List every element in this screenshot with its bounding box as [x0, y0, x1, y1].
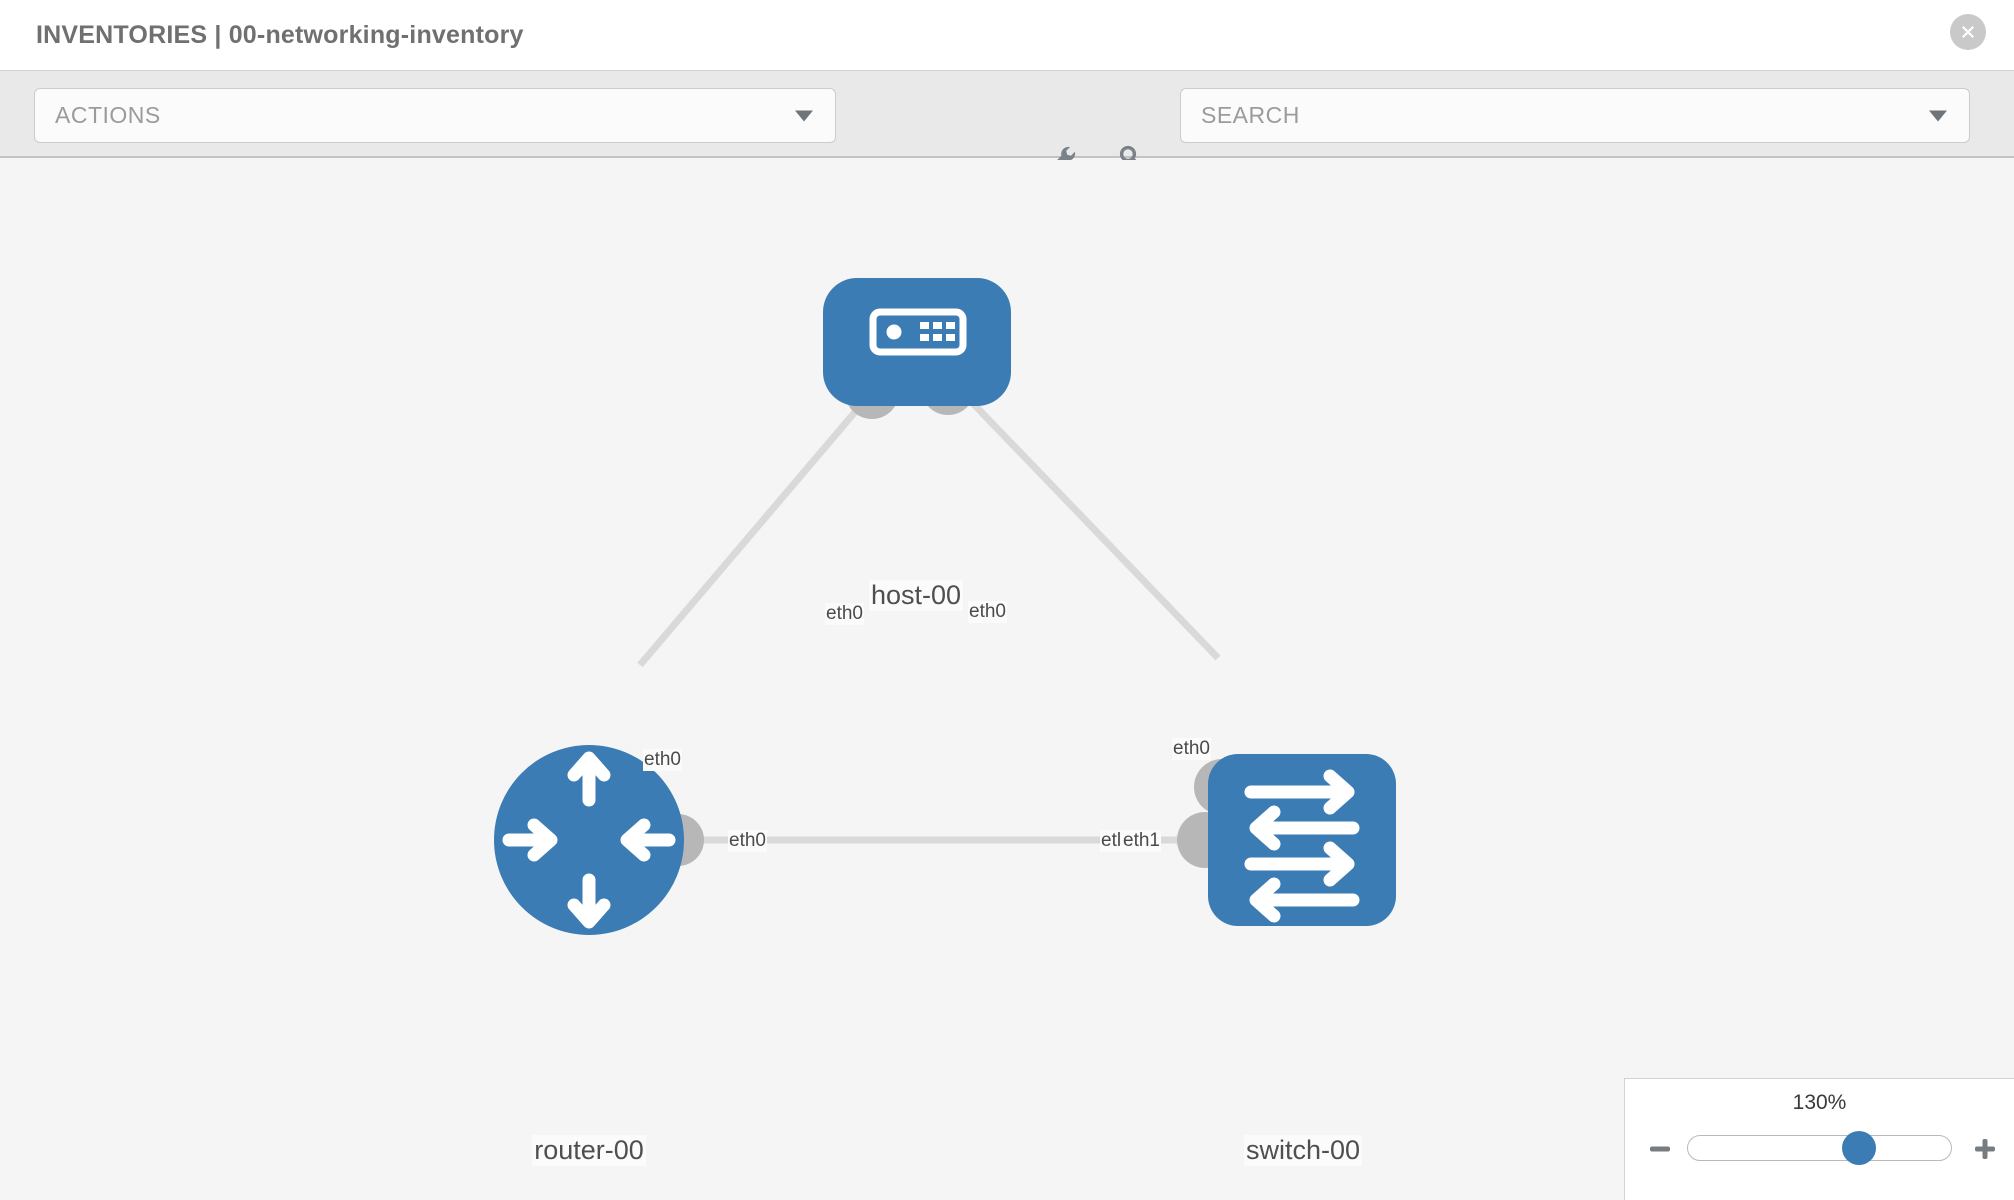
- switch-arrows-icon: [1244, 769, 1360, 923]
- chevron-down-icon: [1929, 110, 1947, 121]
- port-label-host-eth0-left: eth0: [825, 603, 864, 625]
- node-host-00[interactable]: [823, 278, 1011, 406]
- actions-dropdown[interactable]: ACTIONS: [34, 88, 836, 143]
- node-switch-00[interactable]: [1208, 754, 1396, 926]
- link-host-switch: [959, 389, 1221, 661]
- port-label-switch-eth1: eth1: [1122, 830, 1161, 852]
- topology-canvas[interactable]: host-00 router-00 switch-00 eth0 eth0 et…: [0, 160, 2014, 1200]
- page-header: INVENTORIES | 00-networking-inventory: [0, 0, 2014, 70]
- node-label-switch-00: switch-00: [1243, 1135, 1363, 1166]
- zoom-out-button[interactable]: [1645, 1134, 1675, 1164]
- actions-dropdown-label: ACTIONS: [55, 102, 161, 128]
- port-label-router-eth0: eth0: [728, 830, 767, 852]
- zoom-in-button[interactable]: [1970, 1134, 2000, 1164]
- port-label-router-uplink-eth0: eth0: [643, 749, 682, 771]
- close-icon[interactable]: [1950, 14, 1986, 50]
- node-label-host-00: host-00: [868, 580, 964, 611]
- search-placeholder: SEARCH: [1201, 102, 1300, 128]
- topology-graph[interactable]: [0, 160, 2014, 1200]
- toolbar: ACTIONS SEARCH: [0, 70, 2014, 172]
- link-host-router: [637, 389, 875, 668]
- zoom-level-value: 130%: [1792, 1091, 1847, 1114]
- port-label-switch-etl: etl: [1100, 830, 1123, 852]
- search-input[interactable]: SEARCH: [1180, 88, 1970, 143]
- server-icon: [869, 308, 967, 356]
- node-label-router-00: router-00: [532, 1135, 646, 1166]
- zoom-slider-thumb[interactable]: [1841, 1131, 1876, 1165]
- node-router-00[interactable]: [494, 745, 684, 935]
- zoom-control-panel: 130%: [1624, 1078, 2014, 1200]
- zoom-slider[interactable]: [1687, 1131, 1952, 1165]
- port-label-host-eth0-right: eth0: [968, 601, 1007, 623]
- router-arrows-icon: [502, 751, 676, 929]
- chevron-down-icon: [795, 110, 813, 121]
- page-title: INVENTORIES | 00-networking-inventory: [36, 20, 524, 49]
- port-label-switch-uplink-eth0: eth0: [1172, 738, 1211, 760]
